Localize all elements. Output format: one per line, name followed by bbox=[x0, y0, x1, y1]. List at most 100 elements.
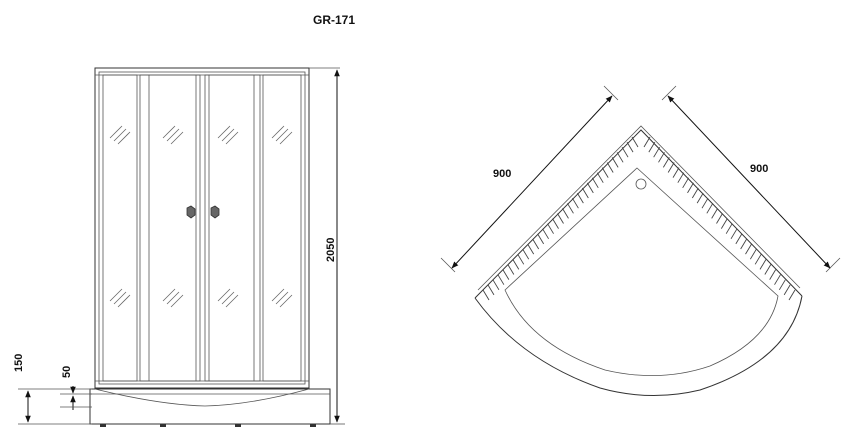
side-b-label: 900 bbox=[750, 163, 768, 175]
hatch-mark bbox=[596, 172, 604, 183]
reflection-mark bbox=[279, 131, 293, 145]
hatch-mark bbox=[537, 233, 545, 245]
handle-left-icon bbox=[186, 205, 196, 219]
hatch-mark bbox=[562, 208, 569, 219]
glass-reflection-marks bbox=[109, 125, 293, 308]
hatch-mark bbox=[552, 218, 559, 229]
hatch-mark bbox=[567, 203, 574, 214]
hatch-mark bbox=[783, 284, 791, 296]
hatch-mark bbox=[687, 182, 694, 194]
hatch-mark bbox=[631, 136, 639, 148]
hatch-mark bbox=[611, 157, 619, 168]
hatch-mark bbox=[711, 208, 719, 219]
hatch-mark bbox=[522, 248, 530, 260]
glass-panels bbox=[102, 74, 302, 382]
reflection-mark bbox=[217, 288, 231, 302]
door-left bbox=[139, 74, 201, 382]
hatch-mark bbox=[572, 197, 579, 209]
hatch-mark bbox=[507, 264, 515, 275]
reflection-mark bbox=[271, 288, 285, 302]
hatch-mark bbox=[788, 289, 796, 301]
step-height-label: 50 bbox=[61, 366, 73, 378]
reflection-mark bbox=[117, 294, 131, 308]
hatch-mark bbox=[492, 279, 500, 291]
hatch-mark bbox=[682, 177, 690, 189]
cabin-inner-frame bbox=[98, 71, 306, 385]
hatch-mark bbox=[720, 218, 728, 229]
hatch-mark bbox=[547, 223, 554, 234]
hatch-mark bbox=[517, 254, 525, 265]
hatch-mark bbox=[672, 167, 680, 178]
hatch-mark bbox=[677, 172, 685, 183]
hatch-mark bbox=[487, 284, 495, 296]
reflection-mark bbox=[221, 291, 235, 305]
hatch-mark bbox=[716, 213, 723, 224]
hatch-mark bbox=[764, 264, 772, 275]
hatch-mark bbox=[512, 259, 520, 270]
reflection-mark bbox=[271, 125, 285, 139]
hatch-mark bbox=[606, 162, 614, 173]
reflection-mark bbox=[225, 294, 239, 308]
hatch-mark bbox=[482, 289, 490, 301]
hatch-mark bbox=[696, 192, 704, 204]
hatch-mark bbox=[754, 254, 762, 265]
hatch-mark bbox=[691, 187, 699, 199]
dimension-step-height: 50 bbox=[60, 366, 92, 410]
drain-icon bbox=[635, 178, 647, 190]
hatch-mark bbox=[626, 141, 634, 153]
hatch-mark bbox=[497, 274, 505, 285]
side-panel-left bbox=[102, 74, 138, 382]
reflection-mark bbox=[162, 125, 176, 139]
dimension-side-a: 900 bbox=[440, 85, 619, 273]
hatch-mark bbox=[532, 238, 540, 250]
side-a-label: 900 bbox=[493, 168, 511, 180]
tray-height-label: 150 bbox=[13, 354, 25, 372]
reflection-mark bbox=[113, 128, 127, 142]
reflection-mark bbox=[166, 128, 180, 142]
height-label: 2050 bbox=[325, 238, 337, 262]
hatch-mark bbox=[527, 243, 535, 255]
reflection-mark bbox=[113, 291, 127, 305]
reflection-mark bbox=[109, 288, 123, 302]
tray-basin bbox=[504, 167, 779, 377]
reflection-mark bbox=[170, 131, 184, 145]
hatch-mark bbox=[667, 162, 675, 173]
hatch-mark bbox=[557, 213, 564, 224]
reflection-mark bbox=[109, 125, 123, 139]
dimension-height: 2050 bbox=[309, 67, 345, 425]
reflection-mark bbox=[275, 128, 289, 142]
hatch-mark bbox=[759, 259, 767, 270]
cabin-frame bbox=[94, 67, 310, 389]
shower-tray bbox=[89, 388, 331, 427]
hatch-mark bbox=[730, 228, 738, 240]
hatch-mark bbox=[616, 152, 624, 163]
hatch-mark bbox=[648, 141, 656, 153]
reflection-mark bbox=[279, 294, 293, 308]
hatch-mark bbox=[502, 269, 510, 280]
hatch-mark bbox=[769, 269, 777, 280]
hatch-mark bbox=[643, 136, 651, 148]
reflection-mark bbox=[217, 125, 231, 139]
wall-hatching bbox=[482, 136, 796, 301]
hatch-mark bbox=[706, 203, 714, 214]
hatch-mark bbox=[701, 197, 709, 209]
front-view: 2050 150 50 bbox=[13, 67, 345, 427]
hatch-mark bbox=[774, 274, 781, 285]
hatch-mark bbox=[745, 243, 752, 255]
dimension-side-b: 900 bbox=[661, 85, 841, 273]
reflection-mark bbox=[170, 294, 184, 308]
reflection-mark bbox=[166, 291, 180, 305]
model-title: GR-171 bbox=[313, 13, 355, 27]
tray-front-curve bbox=[474, 295, 803, 397]
hatch-mark bbox=[621, 146, 629, 158]
reflection-mark bbox=[162, 288, 176, 302]
hatch-mark bbox=[658, 152, 665, 163]
reflection-mark bbox=[221, 128, 235, 142]
hatch-mark bbox=[662, 157, 670, 168]
top-view: 900 900 bbox=[440, 85, 841, 397]
reflection-mark bbox=[225, 131, 239, 145]
hatch-mark bbox=[725, 223, 733, 234]
hatch-mark bbox=[749, 248, 757, 260]
hatch-mark bbox=[581, 187, 589, 199]
